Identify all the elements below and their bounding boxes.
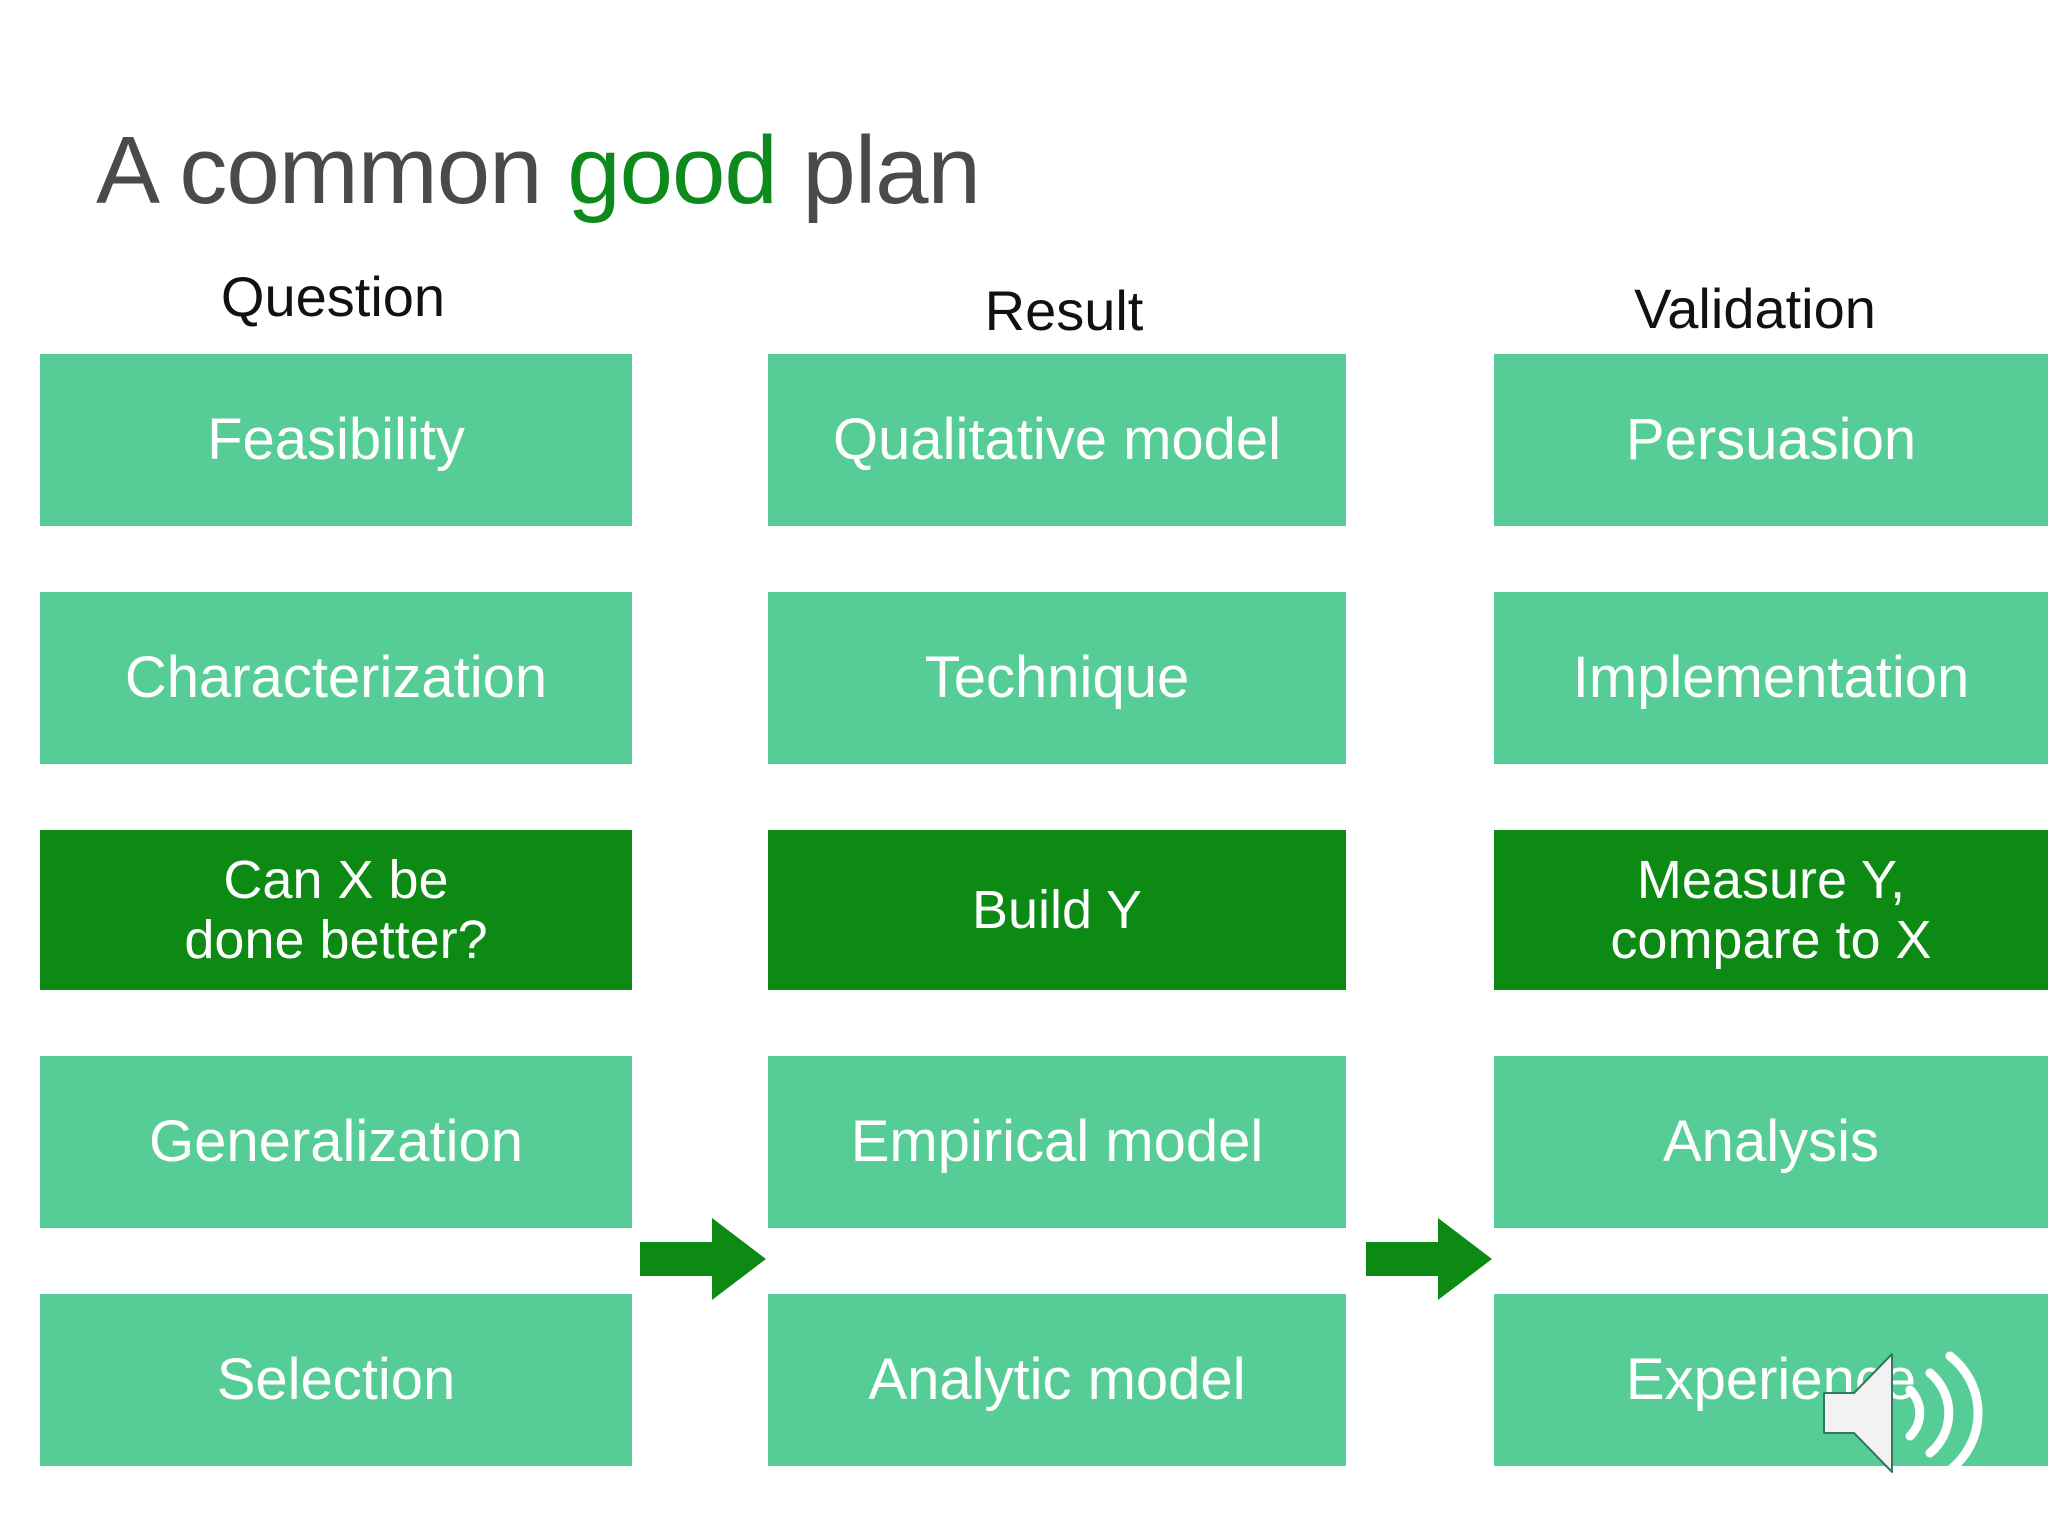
cell-question-selection[interactable]: Selection bbox=[40, 1294, 632, 1466]
cell-label: Empirical model bbox=[850, 1109, 1264, 1175]
cell-label: Technique bbox=[924, 645, 1190, 711]
plan-matrix: Question Feasibility Characterization Ca… bbox=[0, 258, 2048, 1536]
cell-label: Analysis bbox=[1663, 1109, 1879, 1175]
page-title-accent: good bbox=[567, 117, 778, 225]
cell-label: Analytic model bbox=[868, 1347, 1246, 1413]
cell-label: Implementation bbox=[1572, 645, 1970, 711]
cell-result-build-y[interactable]: Build Y bbox=[768, 830, 1346, 990]
arrow-right-icon-question-to-result bbox=[640, 1216, 766, 1302]
cell-result-qualitative-model[interactable]: Qualitative model bbox=[768, 354, 1346, 526]
column-cells-question: Feasibility Characterization Can X be do… bbox=[40, 354, 632, 1466]
cell-label: Feasibility bbox=[207, 407, 465, 473]
cell-result-analytic-model[interactable]: Analytic model bbox=[768, 1294, 1346, 1466]
cell-label: Characterization bbox=[124, 645, 548, 711]
cell-label: Generalization bbox=[149, 1109, 523, 1175]
cell-question-characterization[interactable]: Characterization bbox=[40, 592, 632, 764]
cell-result-empirical-model[interactable]: Empirical model bbox=[768, 1056, 1346, 1228]
cell-result-technique[interactable]: Technique bbox=[768, 592, 1346, 764]
column-header-question: Question bbox=[220, 265, 446, 328]
cell-validation-persuasion[interactable]: Persuasion bbox=[1494, 354, 2048, 526]
cell-validation-analysis[interactable]: Analysis bbox=[1494, 1056, 2048, 1228]
column-result: Result Qualitative model Technique Build… bbox=[768, 258, 1360, 1532]
speaker-volume-icon[interactable] bbox=[1806, 1338, 1996, 1488]
cell-question-feasibility[interactable]: Feasibility bbox=[40, 354, 632, 526]
cell-label: Selection bbox=[216, 1347, 456, 1413]
page-title: A common good plan bbox=[96, 116, 981, 226]
column-cells-validation: Persuasion Implementation Measure Y, com… bbox=[1494, 354, 2048, 1466]
cell-label: Can X be done better? bbox=[184, 849, 488, 970]
arrow-right-icon-result-to-validation bbox=[1366, 1216, 1492, 1302]
cell-validation-measure-y-compare-to-x[interactable]: Measure Y, compare to X bbox=[1494, 830, 2048, 990]
column-header-validation: Validation bbox=[1634, 277, 1876, 340]
column-validation: Validation Persuasion Implementation Mea… bbox=[1494, 258, 2048, 1532]
column-question: Question Feasibility Characterization Ca… bbox=[40, 258, 632, 1532]
page-title-prefix: A common bbox=[96, 117, 568, 225]
cell-label: Build Y bbox=[971, 879, 1143, 940]
cell-label: Qualitative model bbox=[832, 407, 1282, 473]
cell-question-can-x-be-done-better[interactable]: Can X be done better? bbox=[40, 830, 632, 990]
cell-label: Measure Y, compare to X bbox=[1610, 849, 1932, 970]
cell-question-generalization[interactable]: Generalization bbox=[40, 1056, 632, 1228]
column-header-result: Result bbox=[984, 279, 1144, 342]
column-cells-result: Qualitative model Technique Build Y Empi… bbox=[768, 354, 1360, 1466]
cell-label: Persuasion bbox=[1625, 407, 1917, 473]
cell-validation-implementation[interactable]: Implementation bbox=[1494, 592, 2048, 764]
page-title-suffix: plan bbox=[776, 117, 981, 225]
